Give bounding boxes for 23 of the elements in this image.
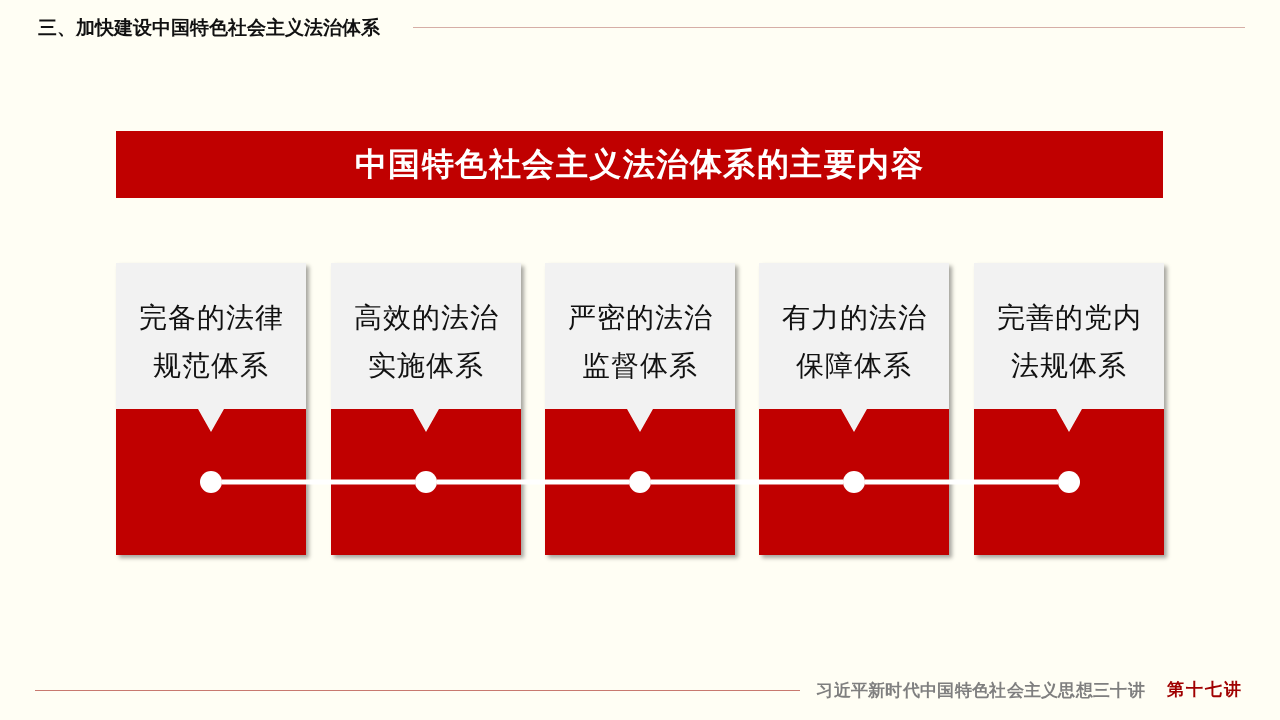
card-header: 完备的法律规范体系 <box>116 263 306 432</box>
connector-line <box>437 479 629 485</box>
lecture-number: 第十七讲 <box>1167 678 1243 701</box>
card <box>545 263 735 555</box>
card-header: 高效的法治实施体系 <box>331 263 521 432</box>
card <box>116 263 306 555</box>
card <box>759 263 949 555</box>
dot-icon <box>629 471 651 493</box>
card-header: 有力的法治保障体系 <box>759 263 949 432</box>
dot-icon <box>200 471 222 493</box>
card-header: 严密的法治监督体系 <box>545 263 735 432</box>
card <box>331 263 521 555</box>
dot-icon <box>415 471 437 493</box>
connector-line <box>865 479 1058 485</box>
card-header: 完善的党内法规体系 <box>974 263 1164 432</box>
dot-icon <box>1058 471 1080 493</box>
connector-line <box>222 479 415 485</box>
title-banner: 中国特色社会主义法治体系的主要内容 <box>116 131 1163 198</box>
card <box>974 263 1164 555</box>
section-heading: 三、加快建设中国特色社会主义法治体系 <box>38 15 380 40</box>
footer-text: 习近平新时代中国特色社会主义思想三十讲 <box>816 679 1145 702</box>
dot-icon <box>843 471 865 493</box>
connector-line <box>651 479 843 485</box>
